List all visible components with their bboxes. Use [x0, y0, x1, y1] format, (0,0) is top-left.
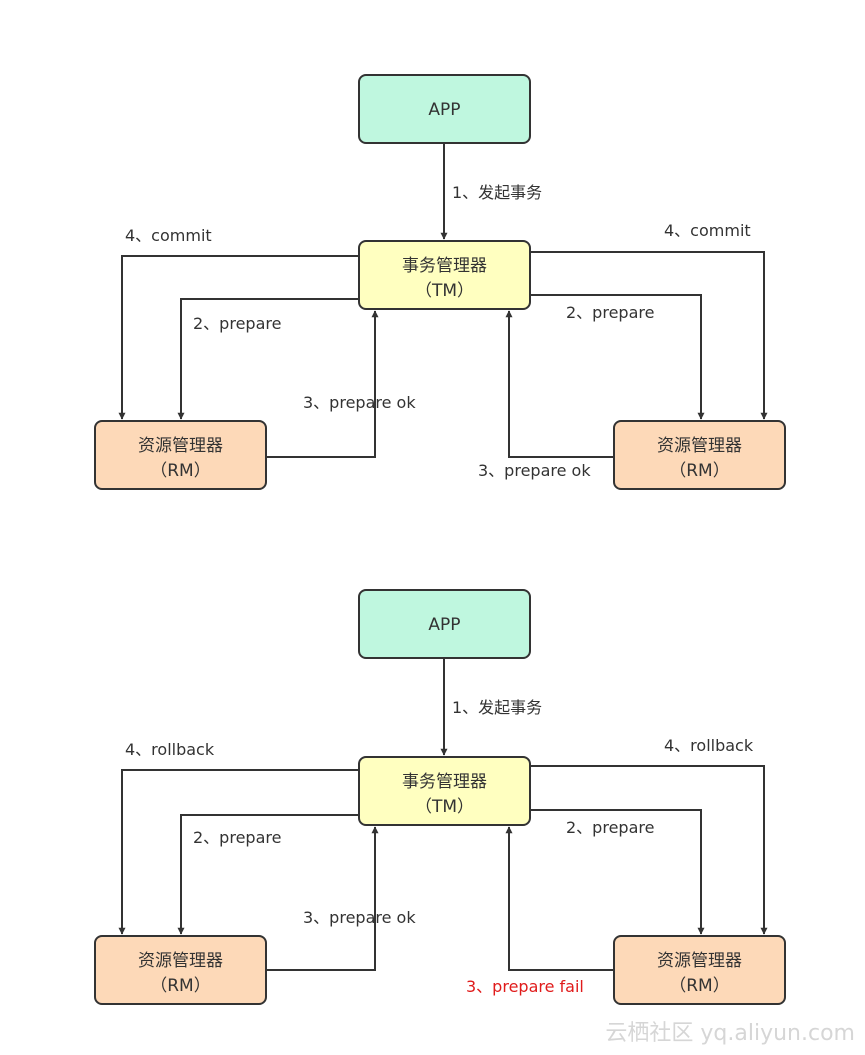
- rm-right-node: 资源管理器 （RM）: [613, 420, 786, 490]
- app-box: [358, 74, 531, 144]
- edge-prepare-right: [531, 294, 705, 420]
- step1-label: 1、发起事务: [452, 183, 542, 202]
- app-node: APP: [358, 589, 531, 659]
- rm-left-node: 资源管理器 （RM）: [94, 935, 267, 1005]
- step1-label: 1、发起事务: [452, 698, 542, 717]
- rm-left-node: 资源管理器 （RM）: [94, 420, 267, 490]
- tm-label-line1: 事务管理器: [402, 256, 487, 276]
- rm-left-label-line2: （RM）: [150, 461, 210, 481]
- rm-left-box: [94, 935, 267, 1005]
- edge-prepare-fail-right: [505, 826, 613, 971]
- edge-prepare-ok-right: [505, 310, 613, 458]
- step3-left-label: 3、prepare ok: [303, 908, 416, 927]
- edge-commit-right: [531, 251, 768, 420]
- tm-label-line1: 事务管理器: [402, 772, 487, 792]
- edge-prepare-left: [177, 298, 358, 420]
- edge-prepare-right: [531, 809, 705, 935]
- edge-rollback-right: [531, 765, 768, 935]
- tm-box: [358, 756, 531, 826]
- app-box: [358, 589, 531, 659]
- edge-commit-left: [118, 255, 358, 420]
- rm-left-box: [94, 420, 267, 490]
- rm-left-label-line1: 资源管理器: [138, 436, 223, 456]
- rm-right-label-line2: （RM）: [669, 976, 729, 996]
- tm-label-line2: （TM）: [415, 281, 474, 301]
- app-label: APP: [428, 100, 460, 120]
- step3-right-fail-label: 3、prepare fail: [466, 977, 584, 996]
- step4-left-label: 4、commit: [125, 226, 212, 245]
- rm-right-node: 资源管理器 （RM）: [613, 935, 786, 1005]
- step3-right-label: 3、prepare ok: [478, 461, 591, 480]
- tm-label-line2: （TM）: [415, 797, 474, 817]
- rm-right-box: [613, 935, 786, 1005]
- watermark: 云栖社区 yq.aliyun.com: [605, 1021, 855, 1046]
- step4-left-label: 4、rollback: [125, 740, 215, 759]
- edge-rollback-left: [118, 769, 358, 935]
- rm-left-label-line2: （RM）: [150, 976, 210, 996]
- diagram-bottom: APP 事务管理器 （TM） 资源管理器 （RM） 资源管理器 （RM） 1、: [94, 589, 786, 1005]
- app-label: APP: [428, 615, 460, 635]
- rm-right-label-line2: （RM）: [669, 461, 729, 481]
- step2-left-label: 2、prepare: [193, 828, 281, 847]
- tm-node: 事务管理器 （TM）: [358, 240, 531, 310]
- step2-right-label: 2、prepare: [566, 303, 654, 322]
- step4-right-label: 4、rollback: [664, 736, 754, 755]
- step3-left-label: 3、prepare ok: [303, 393, 416, 412]
- edge-prepare-ok-left: [267, 310, 379, 458]
- rm-right-label-line1: 资源管理器: [657, 436, 742, 456]
- tm-box: [358, 240, 531, 310]
- step2-right-label: 2、prepare: [566, 818, 654, 837]
- diagram-top: APP 事务管理器 （TM） 资源管理器 （RM） 资源管理器 （RM） 1、: [94, 74, 786, 490]
- edge-prepare-left: [177, 814, 358, 935]
- rm-left-label-line1: 资源管理器: [138, 951, 223, 971]
- tm-node: 事务管理器 （TM）: [358, 756, 531, 826]
- step2-left-label: 2、prepare: [193, 314, 281, 333]
- step4-right-label: 4、commit: [664, 221, 751, 240]
- edge-prepare-ok-left: [267, 826, 379, 971]
- rm-right-label-line1: 资源管理器: [657, 951, 742, 971]
- rm-right-box: [613, 420, 786, 490]
- app-node: APP: [358, 74, 531, 144]
